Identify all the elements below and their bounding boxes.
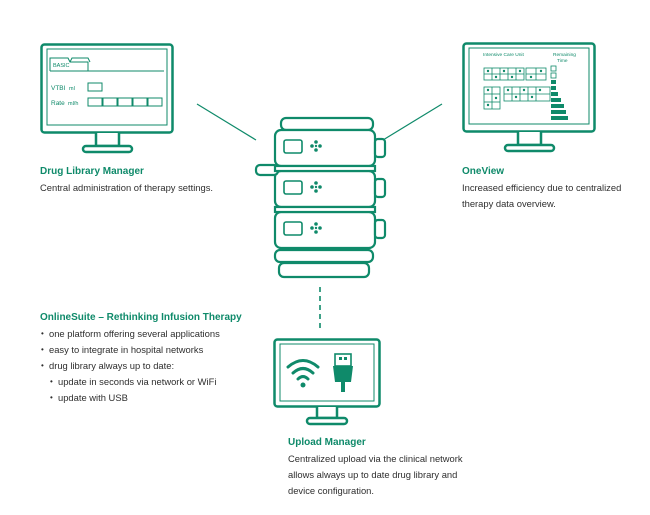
list-item: update in seconds via network or WiFi	[40, 374, 220, 390]
oneview-monitor-icon: Intensive Care Unit Remaining Time	[462, 42, 596, 153]
drug-library-title: Drug Library Manager	[40, 166, 144, 177]
oneview-description: Increased efficiency due to centralized …	[462, 180, 621, 212]
infusion-pump-stack-icon	[254, 116, 387, 279]
oneview-title: OneView	[462, 166, 505, 177]
rate-label: Rate	[51, 100, 65, 107]
upload-description-line: Centralized upload via the clinical netw…	[288, 453, 463, 464]
onlinesuite-title: OnlineSuite – Rethinking Infusion Therap…	[40, 312, 242, 323]
connector-right	[382, 103, 443, 141]
upload-title: Upload Manager	[288, 437, 366, 448]
time-label: Time	[557, 58, 568, 64]
icu-label: Intensive Care Unit	[483, 52, 524, 58]
list-item: update with USB	[40, 390, 220, 406]
oneview-description-line: therapy data overview.	[462, 198, 556, 209]
rate-unit: ml/h	[68, 101, 78, 107]
wifi-icon	[286, 359, 320, 381]
list-item: one platform offering several applicatio…	[40, 326, 220, 342]
remaining-label: Remaining	[553, 52, 576, 58]
upload-description-line: device configuration.	[288, 485, 374, 496]
upload-description-line: allows always up to date drug library an…	[288, 469, 458, 480]
upload-monitor-icon	[273, 338, 381, 426]
upload-description: Centralized upload via the clinical netw…	[288, 451, 463, 499]
oneview-description-line: Increased efficiency due to centralized	[462, 182, 622, 193]
vtbi-label: VTBI	[51, 85, 66, 92]
onlinesuite-list: one platform offering several applicatio…	[40, 326, 220, 406]
usb-icon	[333, 353, 353, 392]
list-item: drug library always up to date:	[40, 358, 220, 374]
connector-left	[196, 103, 257, 141]
drug-library-monitor-icon: BASIC VTBI ml Rate ml/h	[40, 43, 174, 154]
tab-basic: BASIC	[53, 63, 70, 69]
drug-library-description: Central administration of therapy settin…	[40, 182, 214, 193]
list-item: easy to integrate in hospital networks	[40, 342, 220, 358]
vtbi-unit: ml	[69, 86, 75, 92]
